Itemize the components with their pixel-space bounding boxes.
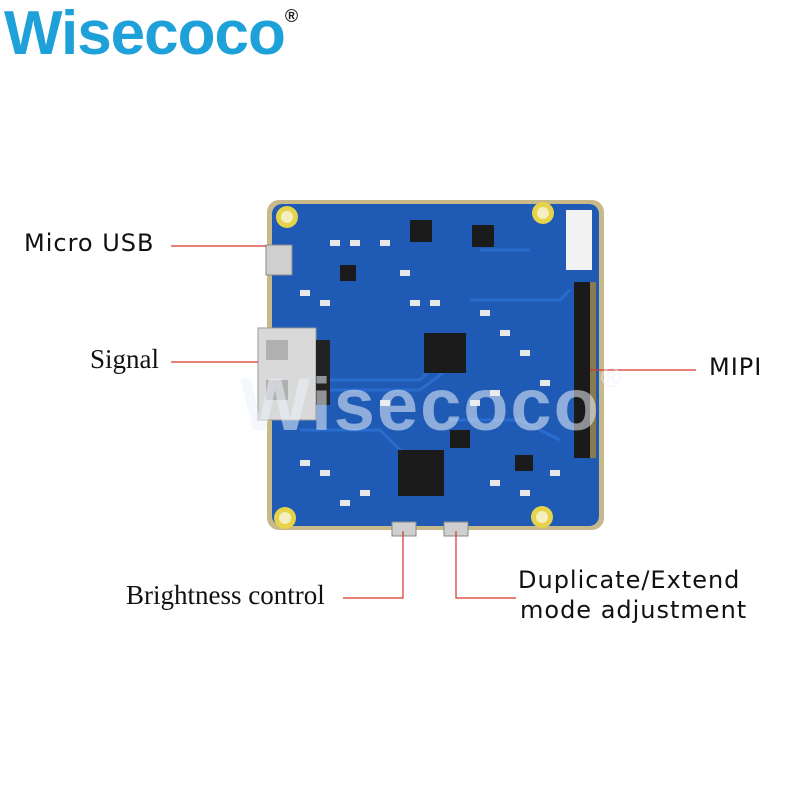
logo-text: Wisecoco xyxy=(4,0,286,68)
brand-logo: Wisecoco® xyxy=(4,0,298,69)
board-sticker xyxy=(566,210,592,270)
watermark: Wisecoco® xyxy=(240,362,623,447)
label-mipi: MIPI xyxy=(709,353,763,381)
label-mode-line2: mode adjustment xyxy=(520,596,748,624)
mount-holes xyxy=(274,202,554,529)
label-micro-usb: Micro USB xyxy=(24,229,155,257)
label-signal: Signal xyxy=(90,344,160,374)
label-brightness-control: Brightness control xyxy=(126,580,325,610)
micro-usb-port xyxy=(265,244,293,276)
label-mode-line1: Duplicate/Extend xyxy=(518,566,741,594)
bottom-buttons xyxy=(391,521,469,537)
registered-mark: ® xyxy=(284,6,298,26)
chips xyxy=(340,220,533,496)
hdmi-connector xyxy=(257,327,330,421)
watermark-registered-mark: ® xyxy=(600,362,624,393)
watermark-text: Wisecoco xyxy=(240,363,601,446)
leader-lines xyxy=(171,245,696,599)
smd-components xyxy=(300,240,560,506)
